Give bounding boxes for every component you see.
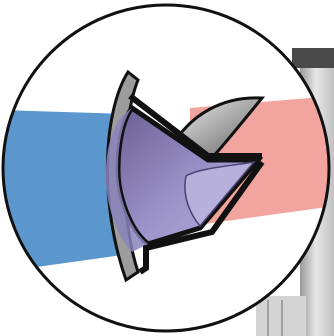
frame-top-bar — [292, 48, 334, 68]
